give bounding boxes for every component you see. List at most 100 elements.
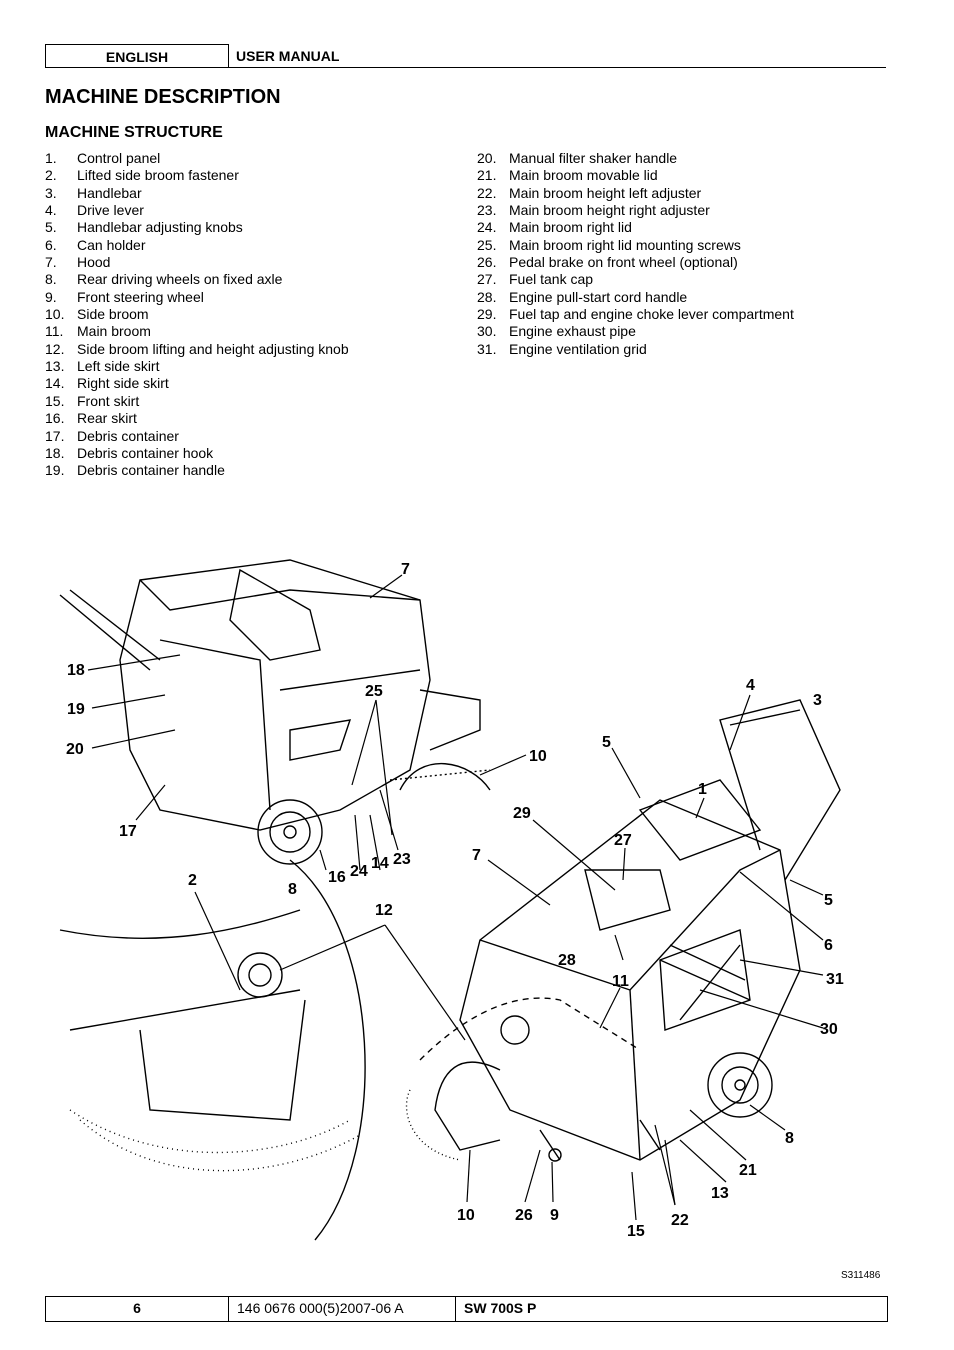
footer-doc-number: 146 0676 000(5)2007-06 A xyxy=(237,1297,456,1321)
part-name: Rear driving wheels on fixed axle xyxy=(77,271,283,288)
part-number: 18. xyxy=(45,444,65,461)
part-number: 31. xyxy=(477,340,497,357)
callout-17: 17 xyxy=(119,823,137,840)
part-name: Hood xyxy=(77,254,111,271)
header-language: ENGLISH xyxy=(45,44,229,67)
part-name: Side broom xyxy=(77,306,149,323)
part-name: Manual filter shaker handle xyxy=(509,150,678,166)
callout-5-right: 5 xyxy=(824,892,833,909)
callout-11: 11 xyxy=(612,973,629,990)
part-item: 15.Front skirt xyxy=(45,393,349,410)
callout-15: 15 xyxy=(627,1223,645,1240)
part-number: 14. xyxy=(45,375,65,392)
part-name: Main broom height left adjuster xyxy=(509,184,702,201)
part-item: 23. Main broom height right adjuster xyxy=(477,202,794,219)
part-number: 22. xyxy=(477,184,497,201)
part-item: 11. Main broom xyxy=(45,323,349,340)
part-number: 29. xyxy=(477,306,497,323)
part-number: 25. xyxy=(477,236,497,253)
part-number: 23. xyxy=(477,202,497,219)
part-number: 4. xyxy=(45,202,57,219)
footer-model: SW 700S P xyxy=(464,1300,537,1316)
part-item: 12.Side broom lifting and height adjusti… xyxy=(45,341,349,358)
callout-8-front: 8 xyxy=(785,1130,794,1147)
callout-7: 7 xyxy=(401,561,410,578)
callout-18: 18 xyxy=(67,662,85,679)
part-number: 12. xyxy=(45,340,65,357)
part-name: Main broom right lid xyxy=(509,219,632,236)
part-number: 2. xyxy=(45,167,57,184)
callout-22: 22 xyxy=(671,1212,689,1229)
part-item: 13.Left side skirt xyxy=(45,358,349,375)
page-header: ENGLISH USER MANUAL xyxy=(45,44,886,68)
header-doc-type: USER MANUAL xyxy=(236,48,340,64)
part-name: Engine ventilation grid xyxy=(509,340,647,357)
part-item: 6.Can holder xyxy=(45,237,349,254)
part-item: 22. Main broom height left adjuster xyxy=(477,185,794,202)
part-number: 1. xyxy=(45,150,57,166)
callout-28: 28 xyxy=(558,952,576,969)
section-title: MACHINE DESCRIPTION xyxy=(45,86,281,108)
part-name: Engine pull-start cord handle xyxy=(509,288,688,305)
part-item: 18. Debris container hook xyxy=(45,445,349,462)
part-number: 10. xyxy=(45,306,65,323)
part-item: 4.Drive lever xyxy=(45,202,349,219)
callout-26: 26 xyxy=(515,1207,533,1224)
part-name: Pedal brake on front wheel (optional) xyxy=(509,254,738,271)
part-number: 13. xyxy=(45,358,65,375)
part-item: 8.Rear driving wheels on fixed axle xyxy=(45,271,349,288)
part-number: 3. xyxy=(45,184,57,201)
part-name: Front steering wheel xyxy=(77,288,204,305)
part-item: 27.Fuel tank cap xyxy=(477,271,794,288)
callout-9: 9 xyxy=(550,1207,559,1224)
part-name: Engine exhaust pipe xyxy=(509,323,636,340)
part-name: Debris container hook xyxy=(77,444,214,461)
part-item: 3. Handlebar xyxy=(45,185,349,202)
footer-page-number: 6 xyxy=(46,1297,229,1321)
part-name: Control panel xyxy=(77,150,161,166)
callout-3: 3 xyxy=(813,692,822,709)
part-item: 7.Hood xyxy=(45,254,349,271)
part-item: 2.Lifted side broom fastener xyxy=(45,167,349,184)
part-item: 1. Control panel xyxy=(45,150,349,167)
callout-7-front: 7 xyxy=(472,847,481,864)
callout-1: 1 xyxy=(698,781,707,798)
part-name: Right side skirt xyxy=(77,375,169,392)
machine-structure-figure: 7 18 19 20 17 25 10 16 24 14 23 8 2 12 4… xyxy=(59,559,844,1241)
callout-4: 4 xyxy=(746,677,755,694)
part-item: 25. Main broom right lid mounting screws xyxy=(477,237,794,254)
callout-5-top: 5 xyxy=(602,734,611,751)
part-name: Handlebar xyxy=(77,184,142,201)
part-number: 11. xyxy=(45,323,64,340)
callout-labels: 7 18 19 20 17 25 10 16 24 14 23 8 2 12 4… xyxy=(66,561,844,1240)
part-name: Rear skirt xyxy=(77,410,137,427)
part-name: Main broom height right adjuster xyxy=(509,202,710,219)
callout-27: 27 xyxy=(614,832,632,849)
leader-lines xyxy=(87,574,824,1221)
callout-6: 6 xyxy=(824,937,833,954)
part-number: 16. xyxy=(45,410,65,427)
part-name: Fuel tap and engine choke lever compartm… xyxy=(509,306,794,323)
callout-12: 12 xyxy=(375,902,393,919)
part-number: 24. xyxy=(477,219,497,236)
part-item: 14. Right side skirt xyxy=(45,375,349,392)
part-number: 20. xyxy=(477,150,497,166)
part-item: 19.Debris container handle xyxy=(45,462,349,479)
callout-8: 8 xyxy=(288,881,297,898)
machine-drawing xyxy=(59,559,841,1241)
part-number: 17. xyxy=(45,427,65,444)
callout-19: 19 xyxy=(67,701,85,718)
part-item: 30.Engine exhaust pipe xyxy=(477,323,794,340)
part-number: 21. xyxy=(477,167,497,184)
part-name: Main broom xyxy=(77,323,151,340)
subsection-title: MACHINE STRUCTURE xyxy=(45,124,223,141)
part-item: 20. Manual filter shaker handle xyxy=(477,150,794,167)
part-name: Main broom right lid mounting screws xyxy=(509,236,741,253)
part-item: 17.Debris container xyxy=(45,428,349,445)
callout-23: 23 xyxy=(393,851,411,868)
part-item: 26.Pedal brake on front wheel (optional) xyxy=(477,254,794,271)
part-number: 19. xyxy=(45,462,65,479)
callout-29: 29 xyxy=(513,805,531,822)
part-number: 5. xyxy=(45,219,57,236)
callout-30: 30 xyxy=(820,1021,838,1038)
